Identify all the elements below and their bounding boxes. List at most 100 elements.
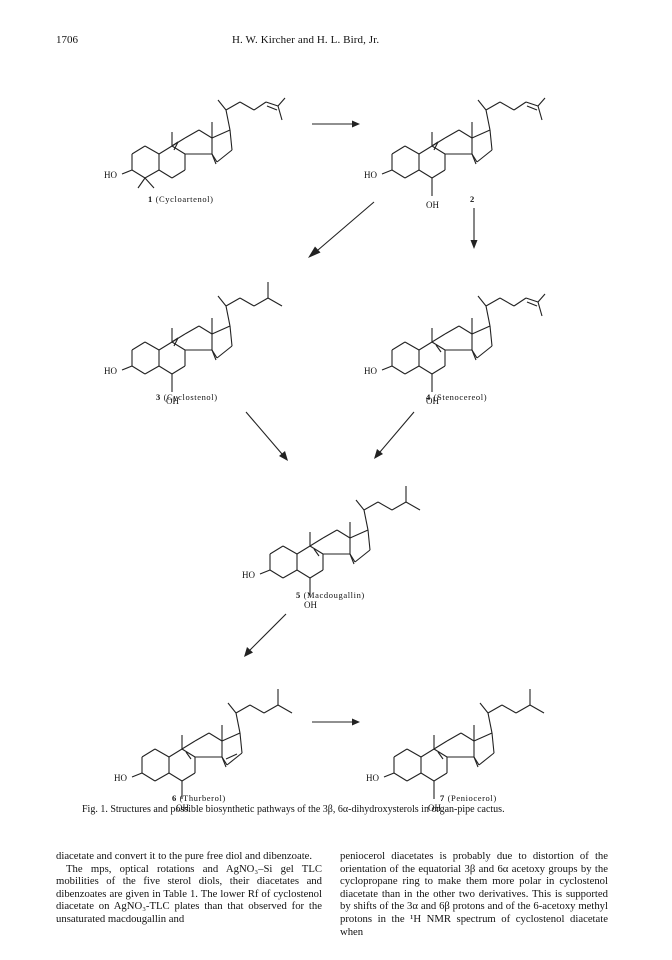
bond (433, 740, 448, 750)
bond (277, 105, 283, 121)
bond (184, 325, 200, 335)
bond (198, 129, 213, 139)
bond (383, 772, 395, 778)
bond (491, 732, 495, 754)
bond (473, 756, 479, 768)
structure-4: HO OH (364, 293, 546, 406)
body-column-2: peniocerol diacetates is probably due to… (340, 850, 608, 938)
bond (471, 325, 491, 335)
running-header-authors: H. W. Kircher and H. L. Bird, Jr. (232, 34, 380, 46)
compound-number-1: 1 (148, 194, 153, 204)
hydroxyl-6-label: OH (426, 396, 439, 406)
bond (158, 145, 173, 155)
arrowhead-3-to-5 (279, 451, 288, 461)
bond (253, 101, 267, 111)
hydroxyl-6-label: OH (304, 600, 317, 610)
bond (431, 341, 446, 351)
bond (194, 732, 210, 742)
arrowhead-4-to-5 (374, 449, 383, 459)
bond (406, 772, 422, 782)
bond (282, 569, 298, 579)
bond (227, 702, 237, 714)
bond (391, 145, 406, 155)
bond (121, 365, 133, 371)
bond (277, 97, 286, 107)
bond (537, 301, 543, 317)
bond (131, 145, 146, 155)
bond (391, 341, 406, 351)
compound-label-2: 2 (470, 194, 475, 204)
bond (435, 344, 442, 353)
bond (235, 704, 251, 714)
bond (433, 772, 448, 782)
bond (185, 751, 192, 760)
arrowhead-1-to-2 (352, 120, 360, 128)
bond (229, 325, 233, 347)
bond (313, 548, 320, 557)
bond (433, 748, 448, 758)
bond (354, 549, 371, 563)
bond (489, 325, 493, 347)
bond (269, 545, 284, 555)
bond (211, 129, 231, 139)
bond (336, 529, 351, 539)
bond (485, 297, 501, 307)
bond (418, 169, 433, 179)
bond (131, 341, 146, 351)
bond (391, 169, 406, 179)
bond (437, 751, 444, 760)
bond (458, 129, 473, 139)
bond (225, 753, 238, 760)
hydroxyl-3-label: HO (364, 366, 377, 376)
bond (367, 529, 371, 551)
bond (249, 704, 265, 714)
bond (225, 297, 241, 307)
bond (404, 341, 420, 351)
compound-name-1: (Cycloartenol) (155, 194, 214, 204)
bond (485, 109, 491, 131)
compound-label-4: 4 (Stenocereol) (426, 392, 487, 402)
bond (181, 740, 196, 750)
bond (217, 99, 227, 111)
bond (225, 101, 241, 111)
hydroxyl-3-label: HO (104, 366, 117, 376)
bond (525, 297, 539, 303)
bond (309, 545, 324, 555)
bond (282, 545, 298, 555)
bond (184, 129, 200, 139)
bond (269, 569, 284, 579)
compound-name-4: (Stenocereol) (433, 392, 488, 402)
bond (216, 345, 233, 359)
bond (349, 529, 369, 539)
bond (513, 101, 527, 111)
bond (418, 341, 433, 351)
bond (526, 105, 538, 111)
bond (168, 748, 183, 758)
bond (431, 141, 439, 147)
bond (171, 341, 186, 351)
bond (267, 297, 283, 307)
bond (525, 101, 539, 107)
bond (404, 365, 420, 375)
compound-number-7: 7 (440, 793, 445, 803)
bond (173, 141, 179, 151)
hydroxyl-6-label: OH (426, 200, 439, 210)
bond (433, 141, 439, 151)
bond (381, 169, 393, 175)
body-paragraph: diacetate and convert it to the pure fre… (56, 850, 313, 862)
bond (208, 732, 223, 742)
bond (239, 732, 243, 754)
bond (181, 748, 196, 758)
hydroxyl-3-label: HO (364, 170, 377, 180)
arrow-2-to-3 (317, 201, 375, 251)
page-number: 1706 (56, 34, 78, 46)
bond (171, 141, 179, 147)
bond (154, 748, 170, 758)
body-paragraph: The mps, optical rotations and AgNO₃–Si … (56, 862, 322, 925)
bond (235, 712, 241, 734)
compound-name-5: (Macdougallin) (303, 590, 365, 600)
